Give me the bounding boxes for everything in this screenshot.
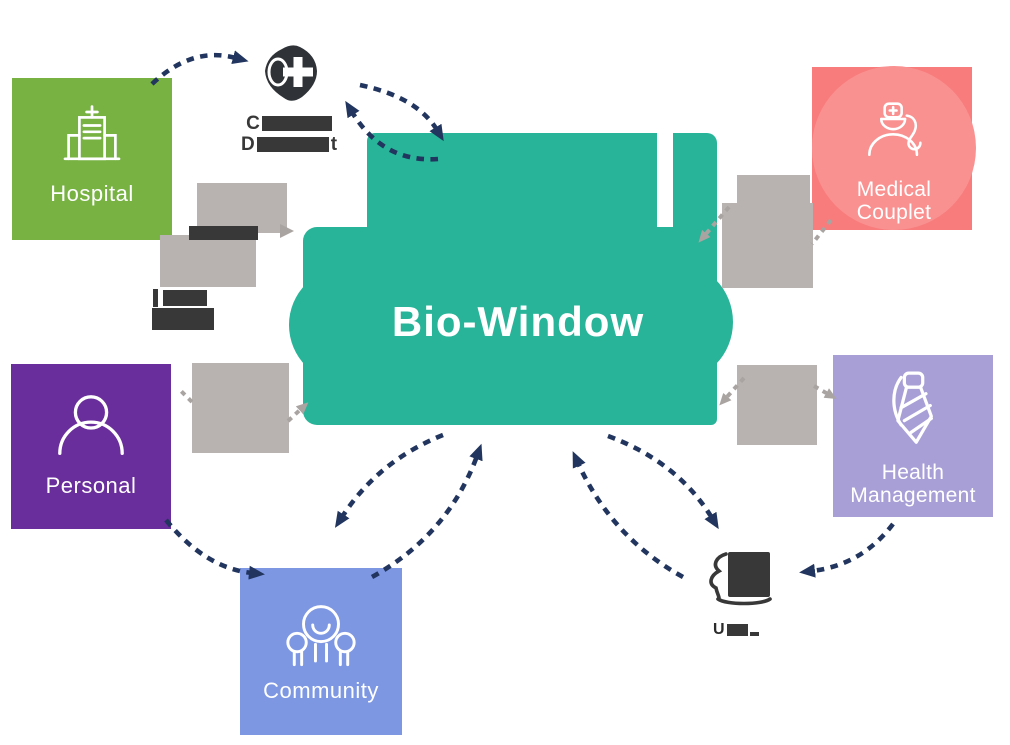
- node-hospital: Hospital: [12, 78, 172, 240]
- user-at-screen-icon: [709, 552, 772, 606]
- people-group-icon: [286, 605, 356, 667]
- redacted-text-block: [256, 137, 329, 152]
- redacted-text-block: [261, 116, 332, 131]
- arrow-biowindow-to-community: [334, 432, 444, 528]
- hospital-building-icon: [63, 105, 121, 161]
- grey-box-medical-b: [722, 203, 813, 288]
- arrow-personal-to-community: [164, 518, 265, 580]
- redacted-text-block: [153, 289, 158, 307]
- arrow-user-to-biowindow: [572, 451, 685, 580]
- redacted-text-block: [726, 624, 748, 636]
- redacted-text-block: [163, 290, 207, 306]
- medical-shield-cross-icon: [265, 45, 317, 101]
- person-icon: [58, 395, 124, 456]
- user-label: U: [713, 621, 759, 639]
- health-management-label: Health Management: [850, 461, 976, 507]
- medical-couplet-circle: Medical Couplet: [812, 66, 976, 230]
- grey-box-hospital-2: [160, 235, 256, 287]
- arrow-community-to-biowindow: [370, 443, 483, 580]
- redacted-text-block: [189, 226, 258, 240]
- community-label: Community: [263, 678, 379, 703]
- grey-box-hospital-1: [197, 183, 287, 233]
- arrow-health-to-user: [799, 522, 895, 578]
- node-personal: Personal: [11, 364, 171, 529]
- redacted-text-block: [152, 308, 214, 330]
- grey-box-health: [737, 365, 817, 445]
- medical-couplet-label: Medical Couplet: [856, 178, 932, 224]
- necktie-icon: [892, 371, 933, 444]
- redacted-text-block: [749, 632, 759, 636]
- grey-box-medical-a: [737, 175, 810, 203]
- arrow-clinical-to-biowindow: [359, 82, 444, 142]
- clinical-department-label: C D t: [240, 112, 338, 155]
- grey-arrow-personal-to-biowindow: [286, 402, 309, 423]
- bio-window-cloud-left-bulge: [289, 267, 405, 383]
- node-community: Community: [240, 568, 402, 735]
- hospital-label: Hospital: [50, 181, 134, 206]
- arrow-biowindow-to-user: [607, 433, 719, 530]
- personal-label: Personal: [45, 473, 137, 498]
- grey-arrow-personal-stub: [177, 387, 194, 404]
- doctor-icon: [868, 102, 922, 156]
- node-health-management: Health Management: [833, 355, 993, 517]
- grey-box-personal: [192, 363, 289, 453]
- bio-window-cloud-right-bulge: [615, 262, 733, 382]
- bio-window-title: Bio-Window: [391, 298, 645, 345]
